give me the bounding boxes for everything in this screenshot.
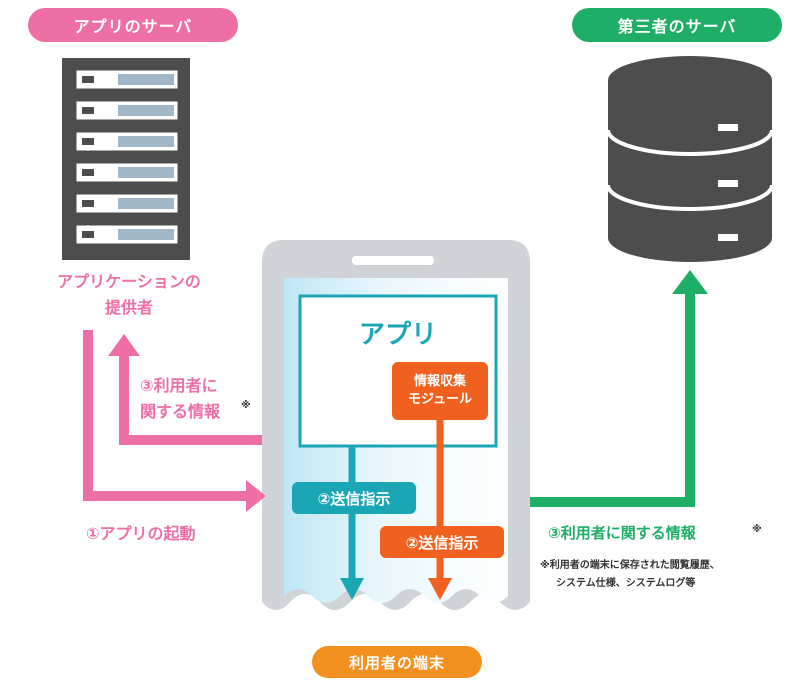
info-collection-module: 情報収集 モジュール: [392, 362, 488, 420]
app-server-rack-icon: [62, 58, 190, 260]
module-label-line2: モジュール: [407, 392, 473, 407]
provider-label-line2: 提供者: [104, 298, 153, 317]
step3-user-info-label-line1: ③利用者に: [140, 376, 218, 395]
provider-label-line1: アプリケーションの: [57, 272, 201, 291]
launch-arrow: [83, 330, 266, 512]
third-party-server-label: 第三者のサーバ: [572, 8, 782, 42]
module-label-line1: 情報収集: [413, 374, 466, 390]
user-device-label: 利用者の端末: [312, 646, 482, 678]
user-info-return-arrow: [108, 334, 262, 445]
step3-user-info-label-line2: 関する情報: [140, 402, 221, 421]
step1-launch-label: ①アプリの起動: [86, 524, 196, 543]
third-party-send-arrow: [530, 270, 708, 507]
database-icon: [606, 56, 774, 262]
teal-send-arrow: [340, 446, 364, 600]
note-mark: ※: [241, 400, 251, 411]
teal-send-instruction-label: ②送信指示: [292, 482, 416, 514]
note-mark-right: ※: [752, 524, 762, 535]
step3-user-info-right-label: ③利用者に関する情報: [548, 524, 696, 542]
orange-send-instruction-label: ②送信指示: [380, 526, 504, 558]
footnote-line1: ※利用者の端末に保存された閲覧履歴、: [540, 560, 720, 571]
footnote-line2: システム仕様、システムログ等: [556, 578, 696, 589]
app-server-label: アプリのサーバ: [28, 8, 238, 42]
app-title: アプリ: [358, 320, 437, 350]
